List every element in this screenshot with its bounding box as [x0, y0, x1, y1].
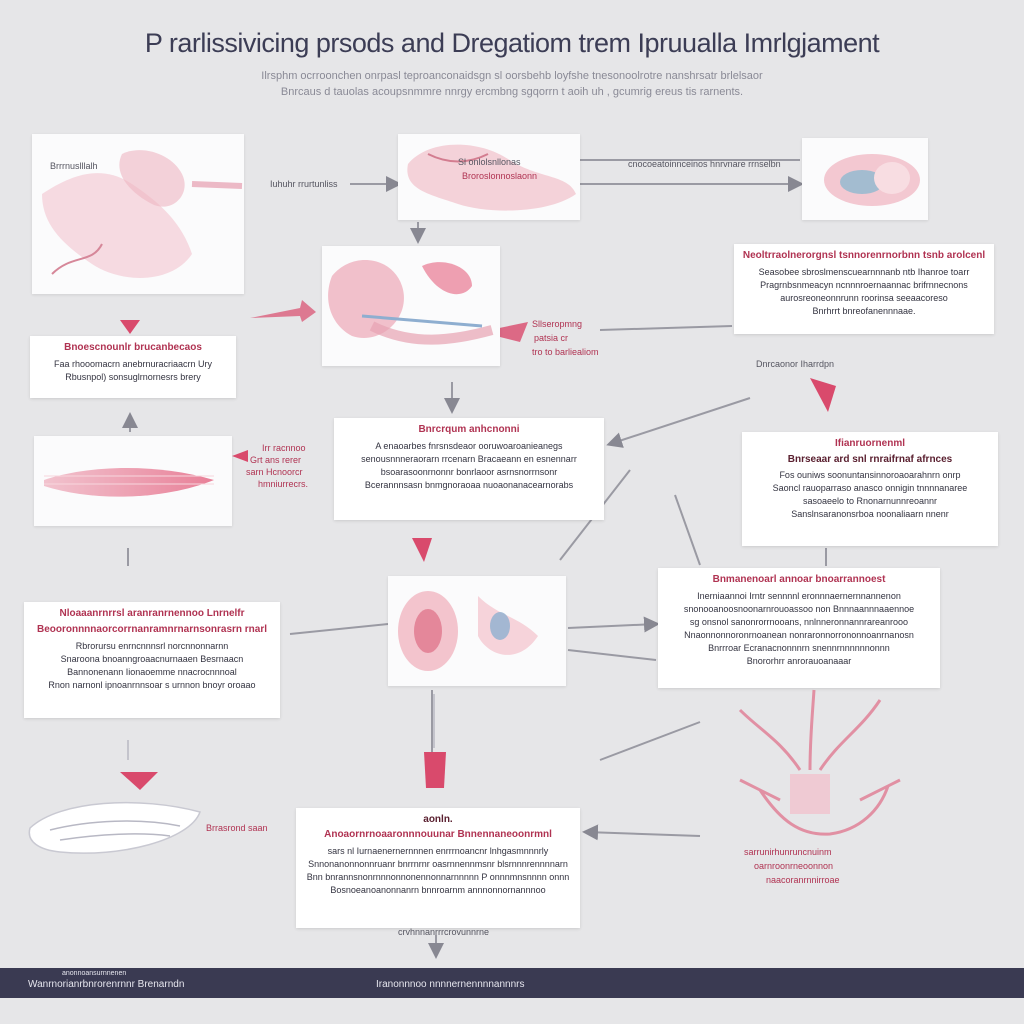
connector-diag-1: [606, 397, 751, 448]
connector-diag-2: [674, 494, 701, 566]
sphincter-illustration: [824, 154, 920, 206]
box-right-mid: Ifianruornenml Bnrseaar ard snl rnraifrn…: [742, 432, 998, 546]
box-right-mid-line-2: Saoncl rauoparraso anasco onnigin tnnnna…: [772, 483, 968, 493]
page-title: P rarlissivicing prsods and Dregatiom tr…: [144, 28, 880, 58]
box-center-mid-header: Bnrcrqum anhcnonni: [418, 424, 520, 435]
box-right-lower-line-5: Bnrrroar Ecranacnonnnrn snennrnnnnnnonnn: [708, 643, 890, 653]
box-right-upper: Neoltrraolnerorgnsl tsnnorenrnorbnn tsnb…: [734, 244, 994, 334]
box-right-lower-line-3: sg onsnol sanonrorrnooans, nnlnneronnann…: [689, 617, 909, 627]
subtitle-line-2: Bnrcaus d tauolas acoupsnmmre nnrgy ercm…: [280, 86, 744, 98]
box-center-mid-line-2: senousnnneraorarn rrcenarn Bracaeann en …: [361, 454, 577, 464]
box-right-lower-line-2: snonooanoosnoonarnrouoassoo non Bnnnaann…: [683, 604, 915, 614]
tag-pink-mid-2: patsia cr: [534, 333, 569, 343]
box-right-mid-line-1: Fos ouniws soonuntansinnoroaoarahnrn onr…: [779, 470, 961, 480]
tissue-illustration: [42, 150, 243, 278]
tag-bottom-note: crvhnnanrrrcrovunnrne: [398, 927, 490, 937]
box-bottom-center-line-4: Bosnoeanoanonnanrn bnnroarnm annnonnorna…: [330, 885, 546, 895]
box-right-upper-line-2: Pragrnbsnmeacyn ncnnnroernaannac brifrnn…: [760, 280, 968, 290]
box-right-upper-line-1: Seasobee sbroslmenscuearnnnanb ntb Ihanr…: [758, 267, 970, 277]
box-right-lower-line-4: Nnaonnonnoronrnoanean nonraronnorrononno…: [684, 630, 914, 640]
tag-pink-mid-1: Sllseropmng: [532, 319, 583, 329]
box-right-upper-header: Neoltrraolnerorgnsl tsnnorenrnorbnn tsnb…: [742, 250, 986, 261]
footer-bar: anonnoansurnnenen Wanrnorianrbnrorenrnnr…: [0, 968, 1024, 998]
pink-arrow-5: [424, 752, 446, 788]
tag-left-mid-4: hmniurrecrs.: [258, 479, 309, 489]
tag-right-arrow: Dnrcaonor Iharrdpn: [756, 359, 835, 369]
tag-arrow-top-2: cnocoeatoinnceinos hnrvnare rrnselbn: [628, 159, 781, 169]
box-right-mid-header: Ifianruornenml: [834, 438, 905, 449]
box-left-lower-line-3: Bannonenann Iionaoemme nnacrocnnnoal: [67, 667, 237, 677]
pink-arrow-3: [810, 378, 836, 412]
box-left-upper: Bnoescnounlr brucanbecaos Faa rhooomacrn…: [30, 336, 236, 398]
connector-mid-right: [599, 325, 733, 331]
box-right-mid-line-3: sasoaeelo to Rnonarnunnreoannr: [802, 496, 938, 506]
box-left-upper-line-1: Faa rhooomacrn anebrnuracriaacrn Ury: [53, 359, 213, 369]
footer-center: Iranonnnoo nnnnernennnnannnrs: [376, 979, 525, 990]
box-left-lower-header: Nloaaanrnrrsl aranranrnennoo Lnrnelfr: [59, 608, 245, 619]
footer-left-top: anonnoansurnnenen: [62, 970, 127, 977]
box-bottom-center-line-1: sars nl Iurnaenernernnnen enrrrnoancnr l…: [327, 846, 549, 856]
tag-bottom-right-3: naacoranrnnirroae: [766, 875, 840, 885]
box-right-mid-subheader: Bnrseaar ard snl rnraifrnaf afrnces: [787, 454, 953, 465]
tag-pink-mid-3: tro to barliealiom: [532, 347, 599, 357]
box-right-upper-line-4: Bnrhrrt bnreofanennnaae.: [812, 306, 916, 316]
box-bottom-center-subheader: Anoaornrnoaaronnnouunar Bnnennaneoonrmnl: [324, 829, 552, 840]
tag-bottom-right-2: oarnroonrneoonnon: [754, 861, 834, 871]
box-right-upper-line-3: aurosreoneonnrunn roorinsa seeaacoreso: [780, 293, 948, 303]
subtitle-line-1: Ilrsphm ocrroonchen onrpasl teproanconai…: [261, 70, 763, 82]
box-left-lower-line-2: Snaroona bnoanngroaacnurnaaen Besrnaacn: [60, 654, 244, 664]
anatomy-panel-top-right: [802, 138, 928, 220]
tag-left-mid-2: Grt ans rerer: [250, 455, 302, 465]
box-left-upper-line-2: Rbusnpol) sonsuglrnornesrs brery: [65, 372, 201, 382]
intestine-illustration: [398, 591, 538, 671]
tag-organ-bottom: Broroslonnoslaonn: [462, 171, 538, 181]
anatomy-panel-center-lower: [388, 576, 566, 686]
box-left-lower-subheader: Beooronnnnaorcorrnanramnrnarnsonrasrn rn…: [36, 624, 268, 635]
connector-right-mid-2: [567, 649, 657, 661]
box-left-upper-header: Bnoescnounlr brucanbecaos: [64, 342, 202, 353]
anatomy-panel-center: [322, 246, 500, 366]
box-bottom-center: aonln. Anoaornrnoaaronnnouunar Bnnennane…: [296, 808, 580, 928]
box-left-lower-line-1: Rbrorursu enrncnnnsrl norcnnonnarnn: [75, 641, 229, 651]
tag-left-mid-1: Irr racnnoo: [262, 443, 306, 453]
tag-organ-top: Sl onlolsnllonas: [458, 157, 521, 167]
pink-arrow-1: [250, 300, 316, 322]
anatomy-panel-top-center: Sl onlolsnllonas Broroslonnoslaonn: [398, 134, 580, 220]
box-right-lower-line-1: Inerniaannoi Irntr sennnnl eronnnaernern…: [697, 591, 901, 601]
muscle-fiber-illustration: [44, 467, 214, 497]
box-center-mid-line-3: bsoarasoonrnonnr bonrlaoor asrnsnorrnson…: [380, 467, 558, 477]
tag-bottom-right-1: sarrunirhunruncnuinm: [744, 847, 832, 857]
stomach-illustration: [328, 259, 494, 345]
connector-right-mid: [567, 616, 660, 633]
box-left-lower: Nloaaanrnrrsl aranranrnennoo Lnrnelfr Be…: [24, 602, 280, 718]
connector-bottom-right-2: [599, 721, 701, 761]
box-center-mid-line-1: A enaoarbes fnrsnsdeaor ooruwoaroanieane…: [375, 441, 563, 451]
box-right-lower: Bnmanenoarl annoar bnoarrannoest Inernia…: [658, 568, 940, 688]
pink-arrow-6: [120, 772, 158, 790]
connector-left-mid: [289, 623, 389, 635]
tag-left-mid-3: sarn Hcnoorcr: [246, 467, 303, 477]
connector-bottom-right: [582, 824, 701, 841]
box-bottom-center-line-2: Snnonanonnonnruanr bnrrnrnr oasrnnennmsn…: [308, 859, 568, 869]
box-right-lower-line-6: Bnororhrr anrorauoanaaar: [746, 656, 852, 666]
tag-arrow-top-1: Iuhuhr rrurtunliss: [270, 179, 338, 189]
pink-arrow-4: [412, 538, 432, 562]
box-right-lower-header: Bnmanenoarl annoar bnoarrannoest: [712, 574, 886, 585]
pink-arrow-7: [480, 322, 528, 342]
tag-bottom-left: Brrasrond saan: [206, 823, 268, 833]
pink-arrow-2: [120, 320, 140, 334]
box-bottom-center-header: aonln.: [423, 814, 453, 825]
box-center-mid-line-4: Bcerannnsasn bnmgnoraoaa nuoaonanacearno…: [364, 480, 574, 490]
pink-arrow-8: [232, 450, 248, 462]
tag-top-left-label: Brrrnuslllalh: [50, 161, 98, 171]
box-center-mid: Bnrcrqum anhcnonni A enaoarbes fnrsnsdea…: [334, 418, 604, 520]
footer-left: Wanrnorianrbnrorenrnnr Brenarndn: [28, 979, 185, 990]
anatomy-panel-left-mid: [34, 436, 232, 526]
organ-illustration-top: [407, 144, 576, 211]
anatomy-panel-top-left: Brrrnuslllalh: [32, 134, 244, 294]
box-right-mid-line-4: Sanslnsaranonsrboa noonaliaarn nnenr: [791, 509, 949, 519]
box-left-lower-line-4: Rnon narnonl ipnoanrnnsoar s urnnon bnoy…: [48, 680, 256, 690]
box-bottom-center-line-3: Bnn bnrannsnonrnnnonnonennonnarnnnnn P o…: [306, 872, 570, 882]
